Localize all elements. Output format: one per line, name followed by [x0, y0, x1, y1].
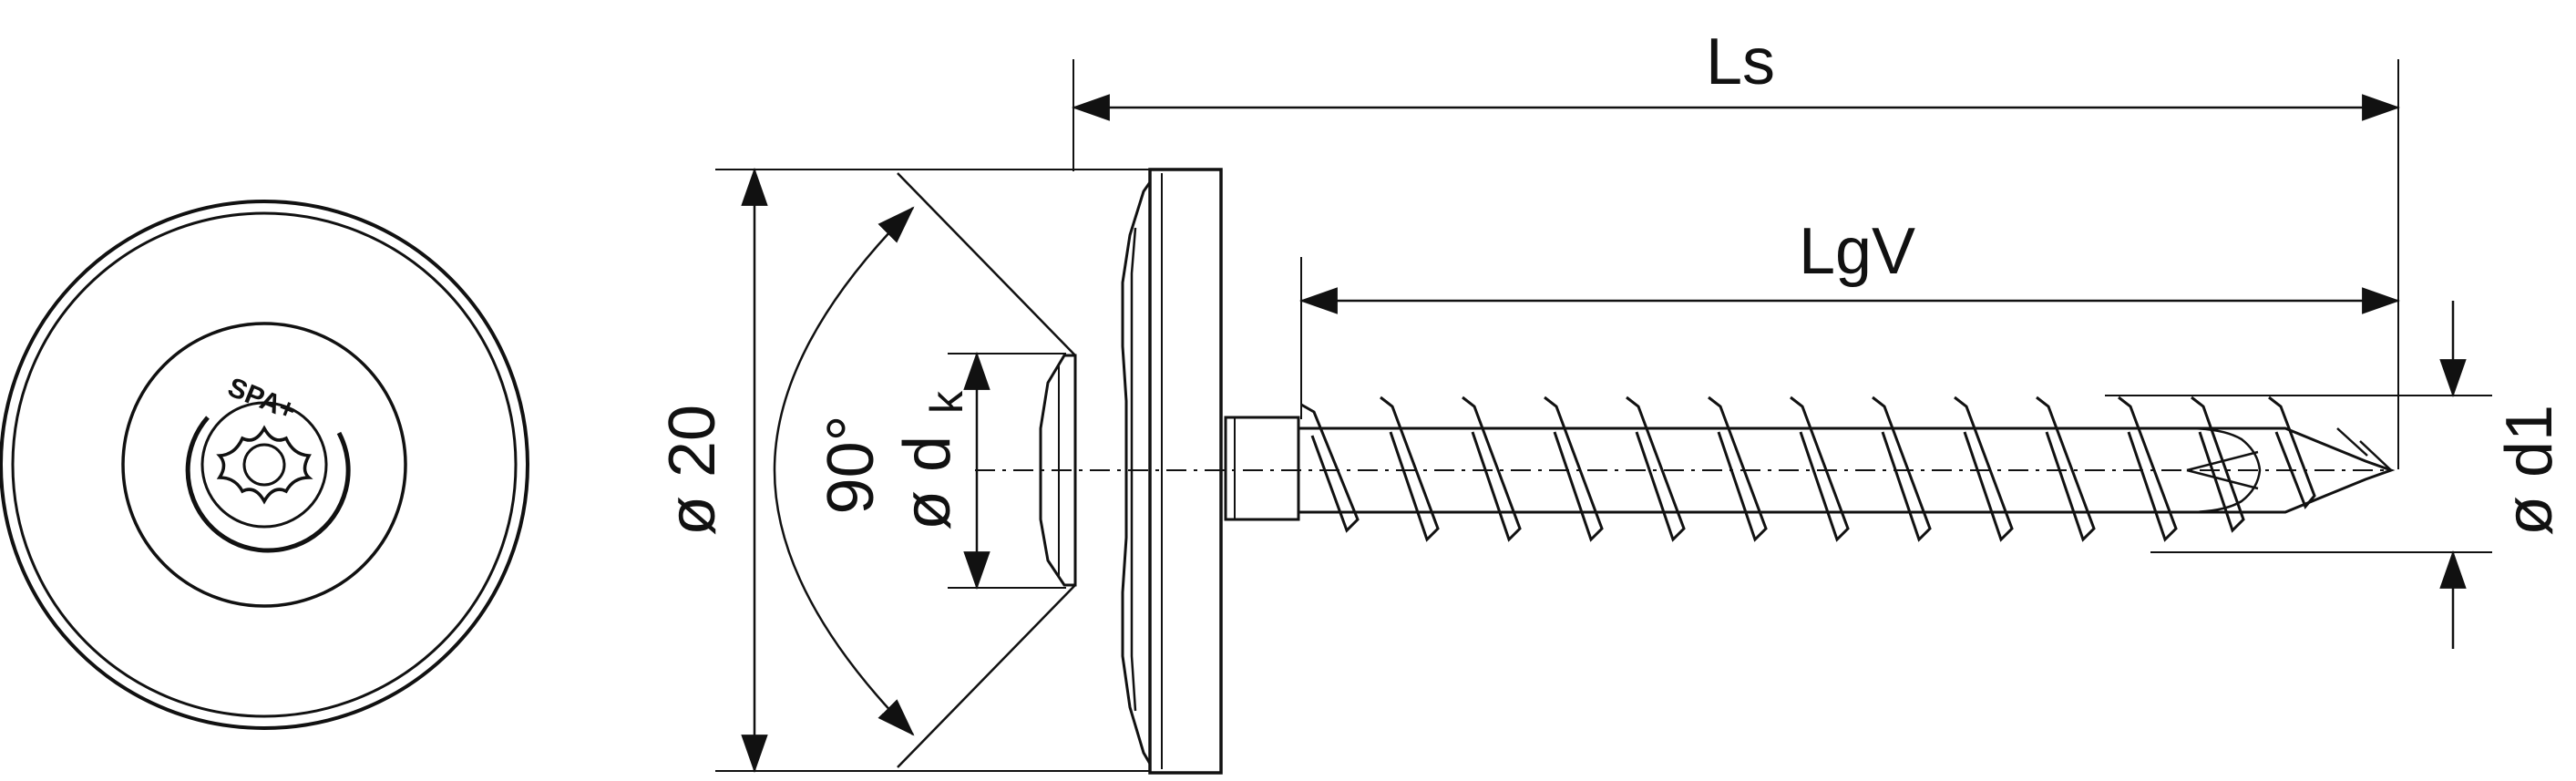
countersunk-head: [1039, 354, 1077, 587]
washer-outer-ring: [0, 200, 529, 730]
head-diameter-label: ø d: [891, 436, 964, 530]
angle-line-top: [897, 172, 1076, 356]
thread-length-label: LgV: [1799, 215, 1915, 288]
head-diameter-subscript: k: [921, 390, 972, 414]
torx-center-circle: [242, 443, 286, 487]
brand-arc: [185, 416, 351, 553]
angle-arc: [773, 206, 915, 736]
torx-recess-icon: [216, 425, 313, 505]
thread-flights: [1300, 396, 2316, 542]
washer-profile: [1121, 181, 1152, 765]
head-diameter-label-group: ø d k: [891, 390, 972, 530]
shank-neck: [1224, 416, 1300, 521]
dimensions: [715, 59, 2492, 774]
washer-diameter-label: ø 20: [656, 405, 729, 536]
angle-label: 90°: [815, 416, 888, 515]
top-view: SPA+: [0, 200, 529, 730]
brand-mark-text: SPA+: [223, 372, 300, 426]
washer-disc: [1148, 168, 1223, 775]
head-dome-circle: [121, 322, 407, 608]
side-view: [897, 168, 2396, 775]
recess-outer-circle: [200, 401, 328, 529]
angle-line-bottom: [897, 584, 1076, 768]
overall-length-label: Ls: [1706, 26, 1775, 98]
thread-diameter-label: ø d1: [2493, 405, 2566, 536]
washer-inner-ring: [11, 211, 518, 718]
